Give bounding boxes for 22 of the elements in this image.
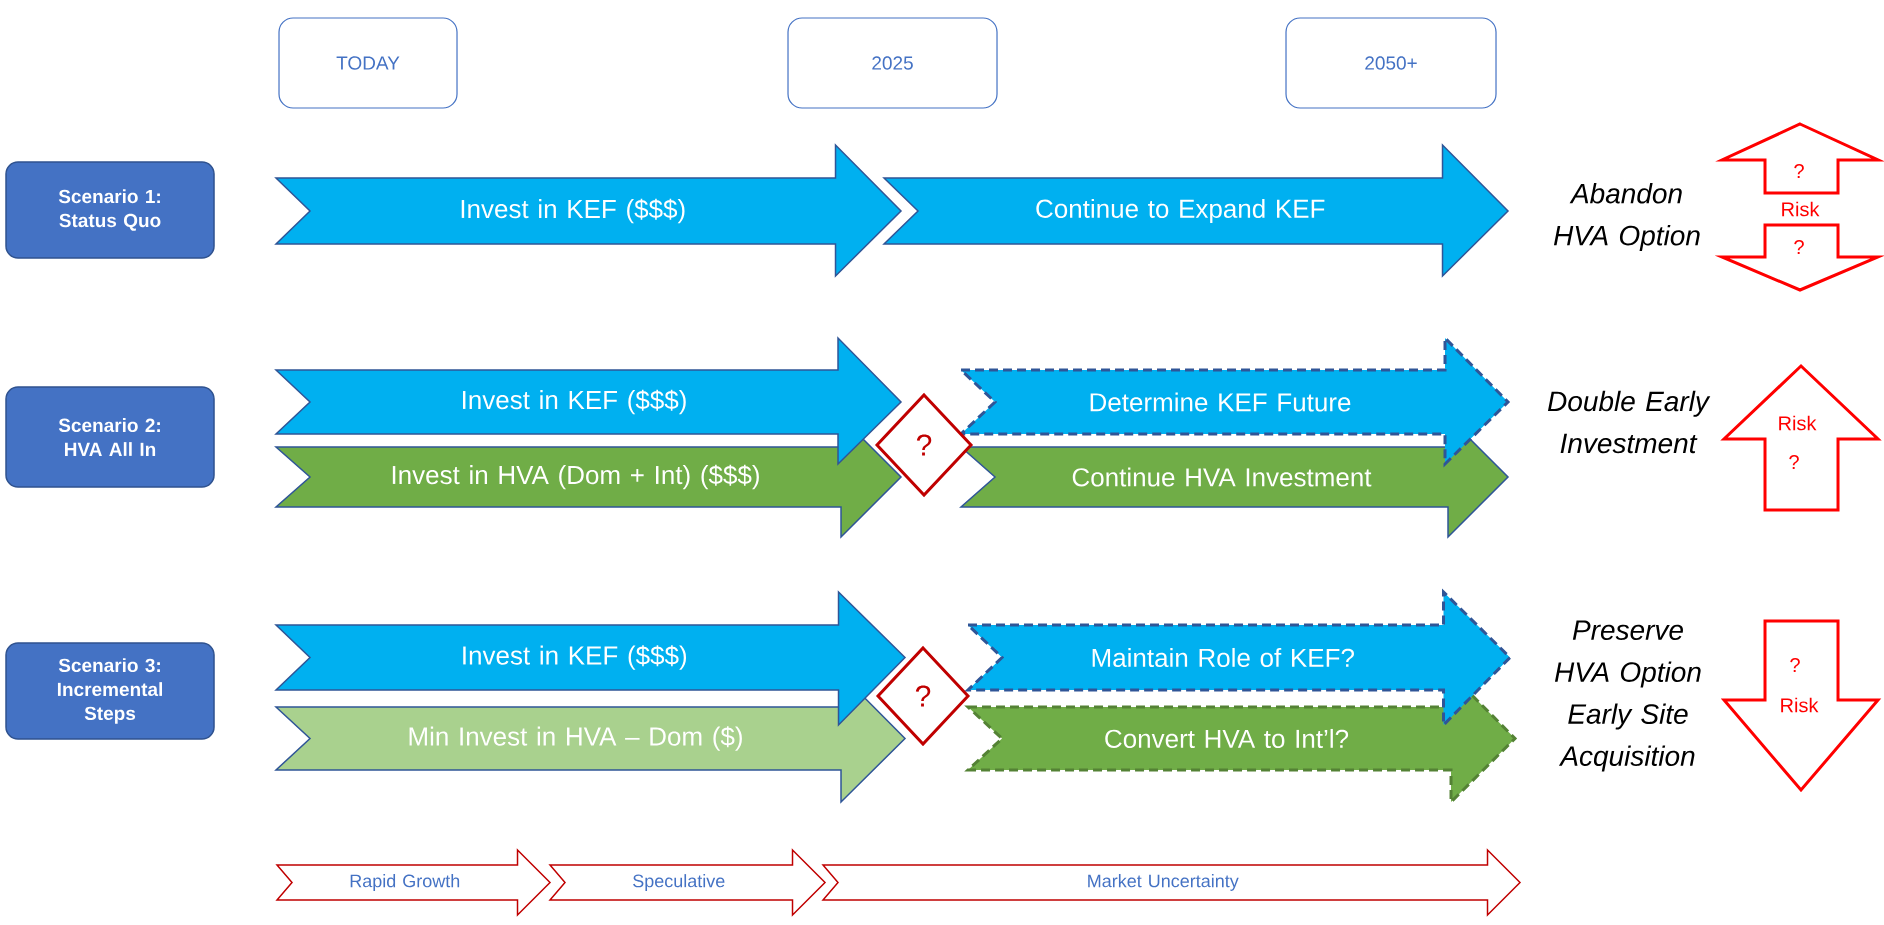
- node-label: ?: [1794, 240, 1804, 254]
- outcome-text: Preserve HVA Option Early Site Acquisition: [1554, 620, 1701, 772]
- scenario-box: Scenario 1: Status Quo: [5, 161, 215, 259]
- chevron-banner: Invest in KEF ($$$): [274, 336, 903, 466]
- outcome-text: Double Early Investment: [1547, 390, 1711, 454]
- chevron-banner: Invest in KEF ($$$): [274, 590, 907, 727]
- phase-banner: Market Uncertainty: [821, 848, 1522, 917]
- outcome-text: Abandon HVA Option: [1553, 182, 1700, 252]
- phase-banner: Speculative: [548, 848, 827, 917]
- chevron-banner: Continue to Expand KEF: [882, 143, 1510, 278]
- chevron-banner: Continue HVA Investment: [959, 415, 1510, 539]
- scenario-box: Scenario 2: HVA All In: [5, 386, 215, 488]
- phase-banner: Rapid Growth: [275, 848, 552, 917]
- year-box: 2050+: [1285, 17, 1497, 109]
- year-box: 2025: [787, 17, 998, 109]
- chevron-banner: Min Invest in HVA – Dom ($): [274, 672, 907, 804]
- risk-arrows: ? Risk ?: [1714, 122, 1884, 292]
- chevron-banner: Invest in HVA (Dom + Int) ($$$): [274, 415, 903, 539]
- scenario-box: Scenario 3: Incremental Steps: [5, 642, 215, 740]
- year-box: TODAY: [278, 17, 458, 109]
- node-label: Risk: [1782, 201, 1820, 217]
- chevron-banner: Invest in KEF ($$$): [274, 143, 903, 278]
